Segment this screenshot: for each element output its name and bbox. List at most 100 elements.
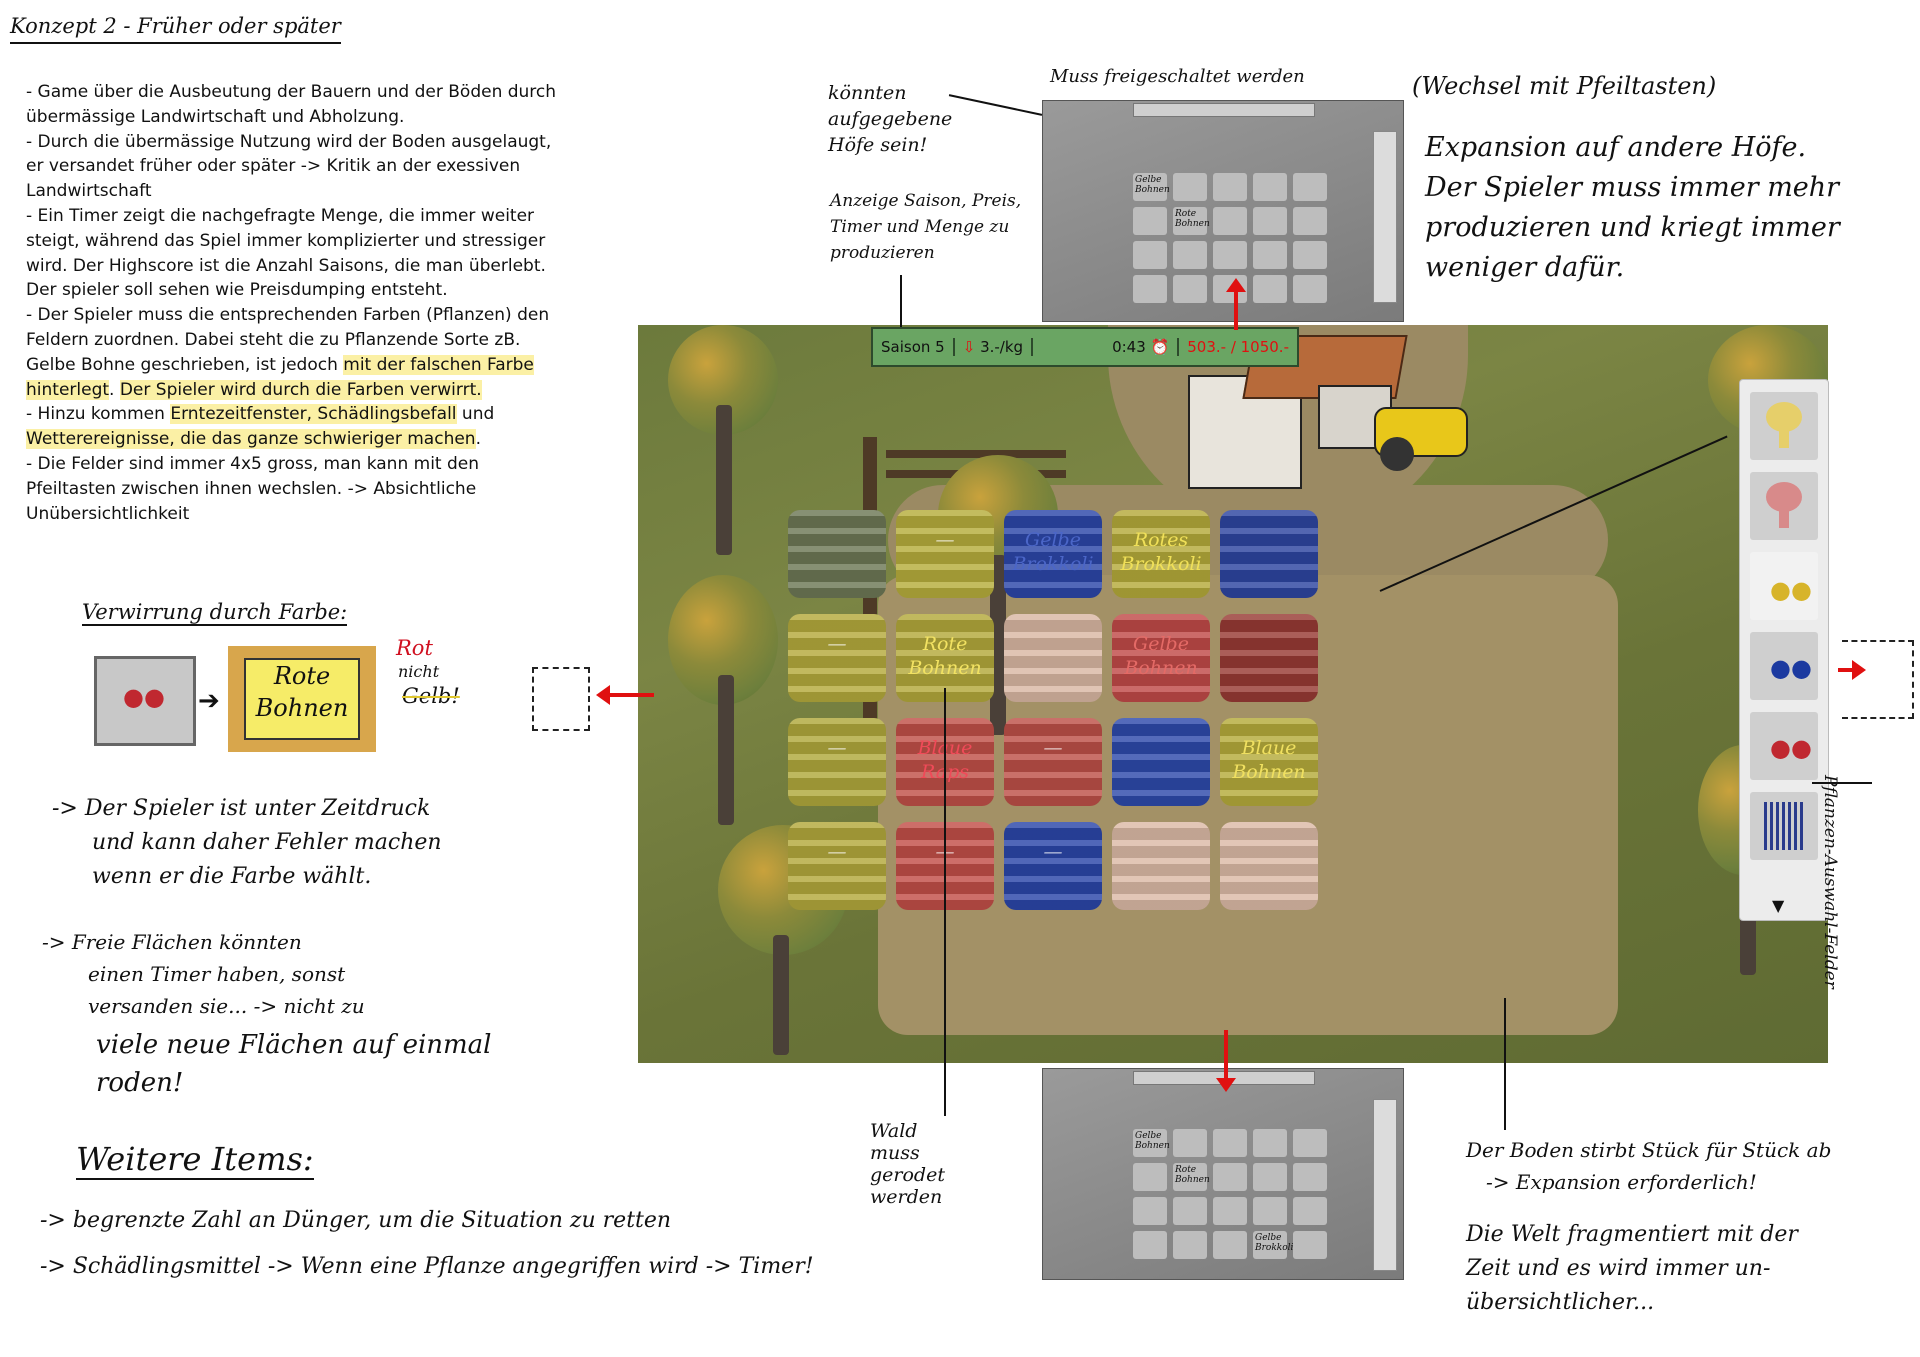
production-target: 503.- / 1050.- bbox=[1177, 338, 1297, 356]
annotation-line bbox=[1812, 782, 1872, 784]
beans-red-icon: ●● bbox=[123, 683, 165, 711]
annotation-expansion-4: weniger dafür. bbox=[1425, 252, 1625, 283]
annotation-line bbox=[944, 688, 946, 1116]
timer: 0:43 ⏰ bbox=[1104, 338, 1177, 356]
highlighted-text: Wetterereignisse, die das ganze schwieri… bbox=[26, 429, 476, 450]
tractor-wheel bbox=[1380, 437, 1414, 471]
highlighted-text: Erntezeitfenster, Schädlingsbefall bbox=[170, 404, 457, 425]
yellow-plot-demo: Rote Bohnen bbox=[228, 646, 376, 752]
thumb-plot-label: Gelbe Bohnen bbox=[1135, 1131, 1170, 1151]
arrow-right-navigation[interactable] bbox=[1838, 660, 1866, 680]
field-plot[interactable] bbox=[1112, 822, 1210, 910]
grass-blue-button[interactable] bbox=[1750, 792, 1818, 860]
annotation-plant-selection: Pflanzen-Auswahl-Felder bbox=[1820, 775, 1840, 989]
confusion-title: Verwirrung durch Farbe: bbox=[82, 600, 348, 626]
annotation-soil-2: -> Expansion erforderlich! bbox=[1486, 1170, 1757, 1194]
field-plot[interactable]: — bbox=[788, 822, 886, 910]
annotation-expansion-2: Der Spieler muss immer mehr bbox=[1425, 172, 1840, 203]
field-plot[interactable] bbox=[1220, 822, 1318, 910]
annotation-unlock: Muss freigeschaltet werden bbox=[1050, 66, 1305, 87]
arrow-down-navigation[interactable] bbox=[1216, 1030, 1236, 1092]
note-paragraph: - Game über die Ausbeutung der Bauern un… bbox=[26, 80, 566, 130]
broccoli-red-button[interactable] bbox=[1750, 472, 1818, 540]
season-counter: Saison 5 bbox=[873, 338, 955, 356]
annotation-hud: Anzeige Saison, Preis, Timer und Menge z… bbox=[830, 191, 1022, 263]
arrow-left-navigation[interactable] bbox=[596, 685, 654, 705]
field-plot[interactable] bbox=[1220, 614, 1318, 702]
note-text: . bbox=[475, 429, 481, 450]
field-plot[interactable]: Gelbe Bohnen bbox=[1112, 614, 1210, 702]
farm-thumbnail-bottom[interactable]: Gelbe Bohnen Rote Bohnen Gelbe Brokkoli bbox=[1042, 1068, 1404, 1280]
note-paragraph: - Die Felder sind immer 4x5 gross, man k… bbox=[26, 452, 566, 526]
plot-label: Rotes Brokkoli bbox=[1120, 529, 1202, 575]
further-items-title: Weitere Items: bbox=[76, 1140, 314, 1180]
thumb-plot-label: Rote Bohnen bbox=[1175, 1165, 1210, 1185]
note-text: - Ein Timer zeigt die nachgefragte Menge… bbox=[26, 205, 546, 301]
field-plot[interactable]: — bbox=[788, 614, 886, 702]
beans-blue-button[interactable]: ●● bbox=[1750, 632, 1818, 700]
note-paragraph: - Der Spieler muss die entsprechenden Fa… bbox=[26, 303, 566, 402]
farm-thumbnail-top[interactable]: Gelbe Bohnen Rote Bohnen bbox=[1042, 100, 1404, 322]
field-plot[interactable] bbox=[1112, 718, 1210, 806]
field-plot[interactable]: — bbox=[788, 718, 886, 806]
price-value: 3.-/kg bbox=[980, 338, 1024, 356]
note-paragraph: - Durch die übermässige Nutzung wird der… bbox=[26, 130, 566, 204]
annotation-line bbox=[900, 275, 902, 327]
field-plot[interactable]: Gelbe Brokkoli bbox=[1004, 510, 1102, 598]
plot-label: — bbox=[935, 529, 955, 551]
broccoli-yellow-button[interactable] bbox=[1750, 392, 1818, 460]
item-pesticide: -> Schädlingsmittel -> Wenn eine Pflanze… bbox=[40, 1254, 814, 1279]
plot-label: Gelbe Brokkoli bbox=[1012, 529, 1094, 575]
field-plot[interactable]: — bbox=[896, 510, 994, 598]
thumb-plot-label: Gelbe Bohnen bbox=[1135, 175, 1170, 195]
field-plot[interactable]: — bbox=[1004, 822, 1102, 910]
annotation-soil-1: Der Boden stirbt Stück für Stück ab bbox=[1466, 1138, 1832, 1162]
field-plot[interactable] bbox=[1220, 510, 1318, 598]
field-plot[interactable]: — bbox=[1004, 718, 1102, 806]
grass-blue-icon bbox=[1764, 802, 1804, 850]
beans-yellow-icon: ●● bbox=[1770, 576, 1812, 604]
field-plot[interactable]: Rotes Brokkoli bbox=[1112, 510, 1210, 598]
timer-value: 0:43 bbox=[1112, 338, 1146, 356]
note-paragraph: - Ein Timer zeigt die nachgefragte Menge… bbox=[26, 204, 566, 303]
arrow-up-navigation[interactable] bbox=[1226, 278, 1246, 330]
field-plot[interactable]: Rote Bohnen bbox=[896, 614, 994, 702]
note-text: - Durch die übermässige Nutzung wird der… bbox=[26, 131, 552, 202]
annotation-world-2: Zeit und es wird immer un- bbox=[1466, 1256, 1771, 1281]
field-plot[interactable] bbox=[788, 510, 886, 598]
annotation-forest: Wald muss gerodet werden bbox=[870, 1120, 945, 1208]
field-plot[interactable]: Blaue Bohnen bbox=[1220, 718, 1318, 806]
broccoli-red-icon bbox=[1766, 482, 1802, 512]
field-plot[interactable] bbox=[1004, 614, 1102, 702]
demo-plot-label: Rote Bohnen bbox=[244, 658, 360, 740]
beans-red-button[interactable]: ●● bbox=[1750, 712, 1818, 780]
price-down-icon: ⇩ bbox=[962, 338, 976, 356]
locked-area-left bbox=[532, 667, 590, 731]
beans-blue-icon: ●● bbox=[1770, 654, 1812, 682]
annotation-switch-arrows: (Wechsel mit Pfeiltasten) bbox=[1412, 72, 1717, 100]
note-time-pressure-1: -> Der Spieler ist unter Zeitdruck bbox=[52, 796, 431, 821]
beans-yellow-button[interactable]: ●● bbox=[1750, 552, 1818, 620]
plot-label: — bbox=[827, 633, 847, 655]
note-text: - Game über die Ausbeutung der Bauern un… bbox=[26, 82, 557, 127]
note-text: - Der Spieler muss die entsprechenden Fa… bbox=[26, 305, 550, 375]
thumb-plot-label: Rote Bohnen bbox=[1175, 209, 1210, 229]
note-text: und bbox=[456, 404, 495, 425]
farm-house bbox=[1168, 335, 1408, 489]
annotation-world-1: Die Welt fragmentiert mit der bbox=[1466, 1222, 1798, 1247]
note-text: - Die Felder sind immer 4x5 gross, man k… bbox=[26, 453, 480, 524]
note-text: - Hinzu kommen bbox=[26, 404, 171, 425]
hud-bar: Saison 5 ⇩ 3.-/kg 0:43 ⏰ 503.- / 1050.- bbox=[871, 327, 1299, 367]
alarm-clock-icon: ⏰ bbox=[1150, 338, 1170, 356]
annotation-nicht: nicht bbox=[398, 662, 440, 681]
broccoli-yellow-icon bbox=[1766, 402, 1802, 432]
page-title: Konzept 2 - Früher oder später bbox=[10, 14, 341, 44]
annotation-world-3: übersichtlicher... bbox=[1466, 1290, 1655, 1315]
concept-notes: - Game über die Ausbeutung der Bauern un… bbox=[26, 80, 566, 526]
plot-label: — bbox=[827, 737, 847, 759]
arrow-right-icon: ➔ bbox=[198, 686, 220, 716]
scroll-down-icon[interactable]: ▼ bbox=[1772, 896, 1785, 915]
item-fertilizer: -> begrenzte Zahl an Dünger, um die Situ… bbox=[40, 1208, 672, 1233]
plant-selector-sidebar: ●● ●● ●● ▼ bbox=[1739, 379, 1829, 921]
price-per-kg: ⇩ 3.-/kg bbox=[955, 338, 1034, 356]
